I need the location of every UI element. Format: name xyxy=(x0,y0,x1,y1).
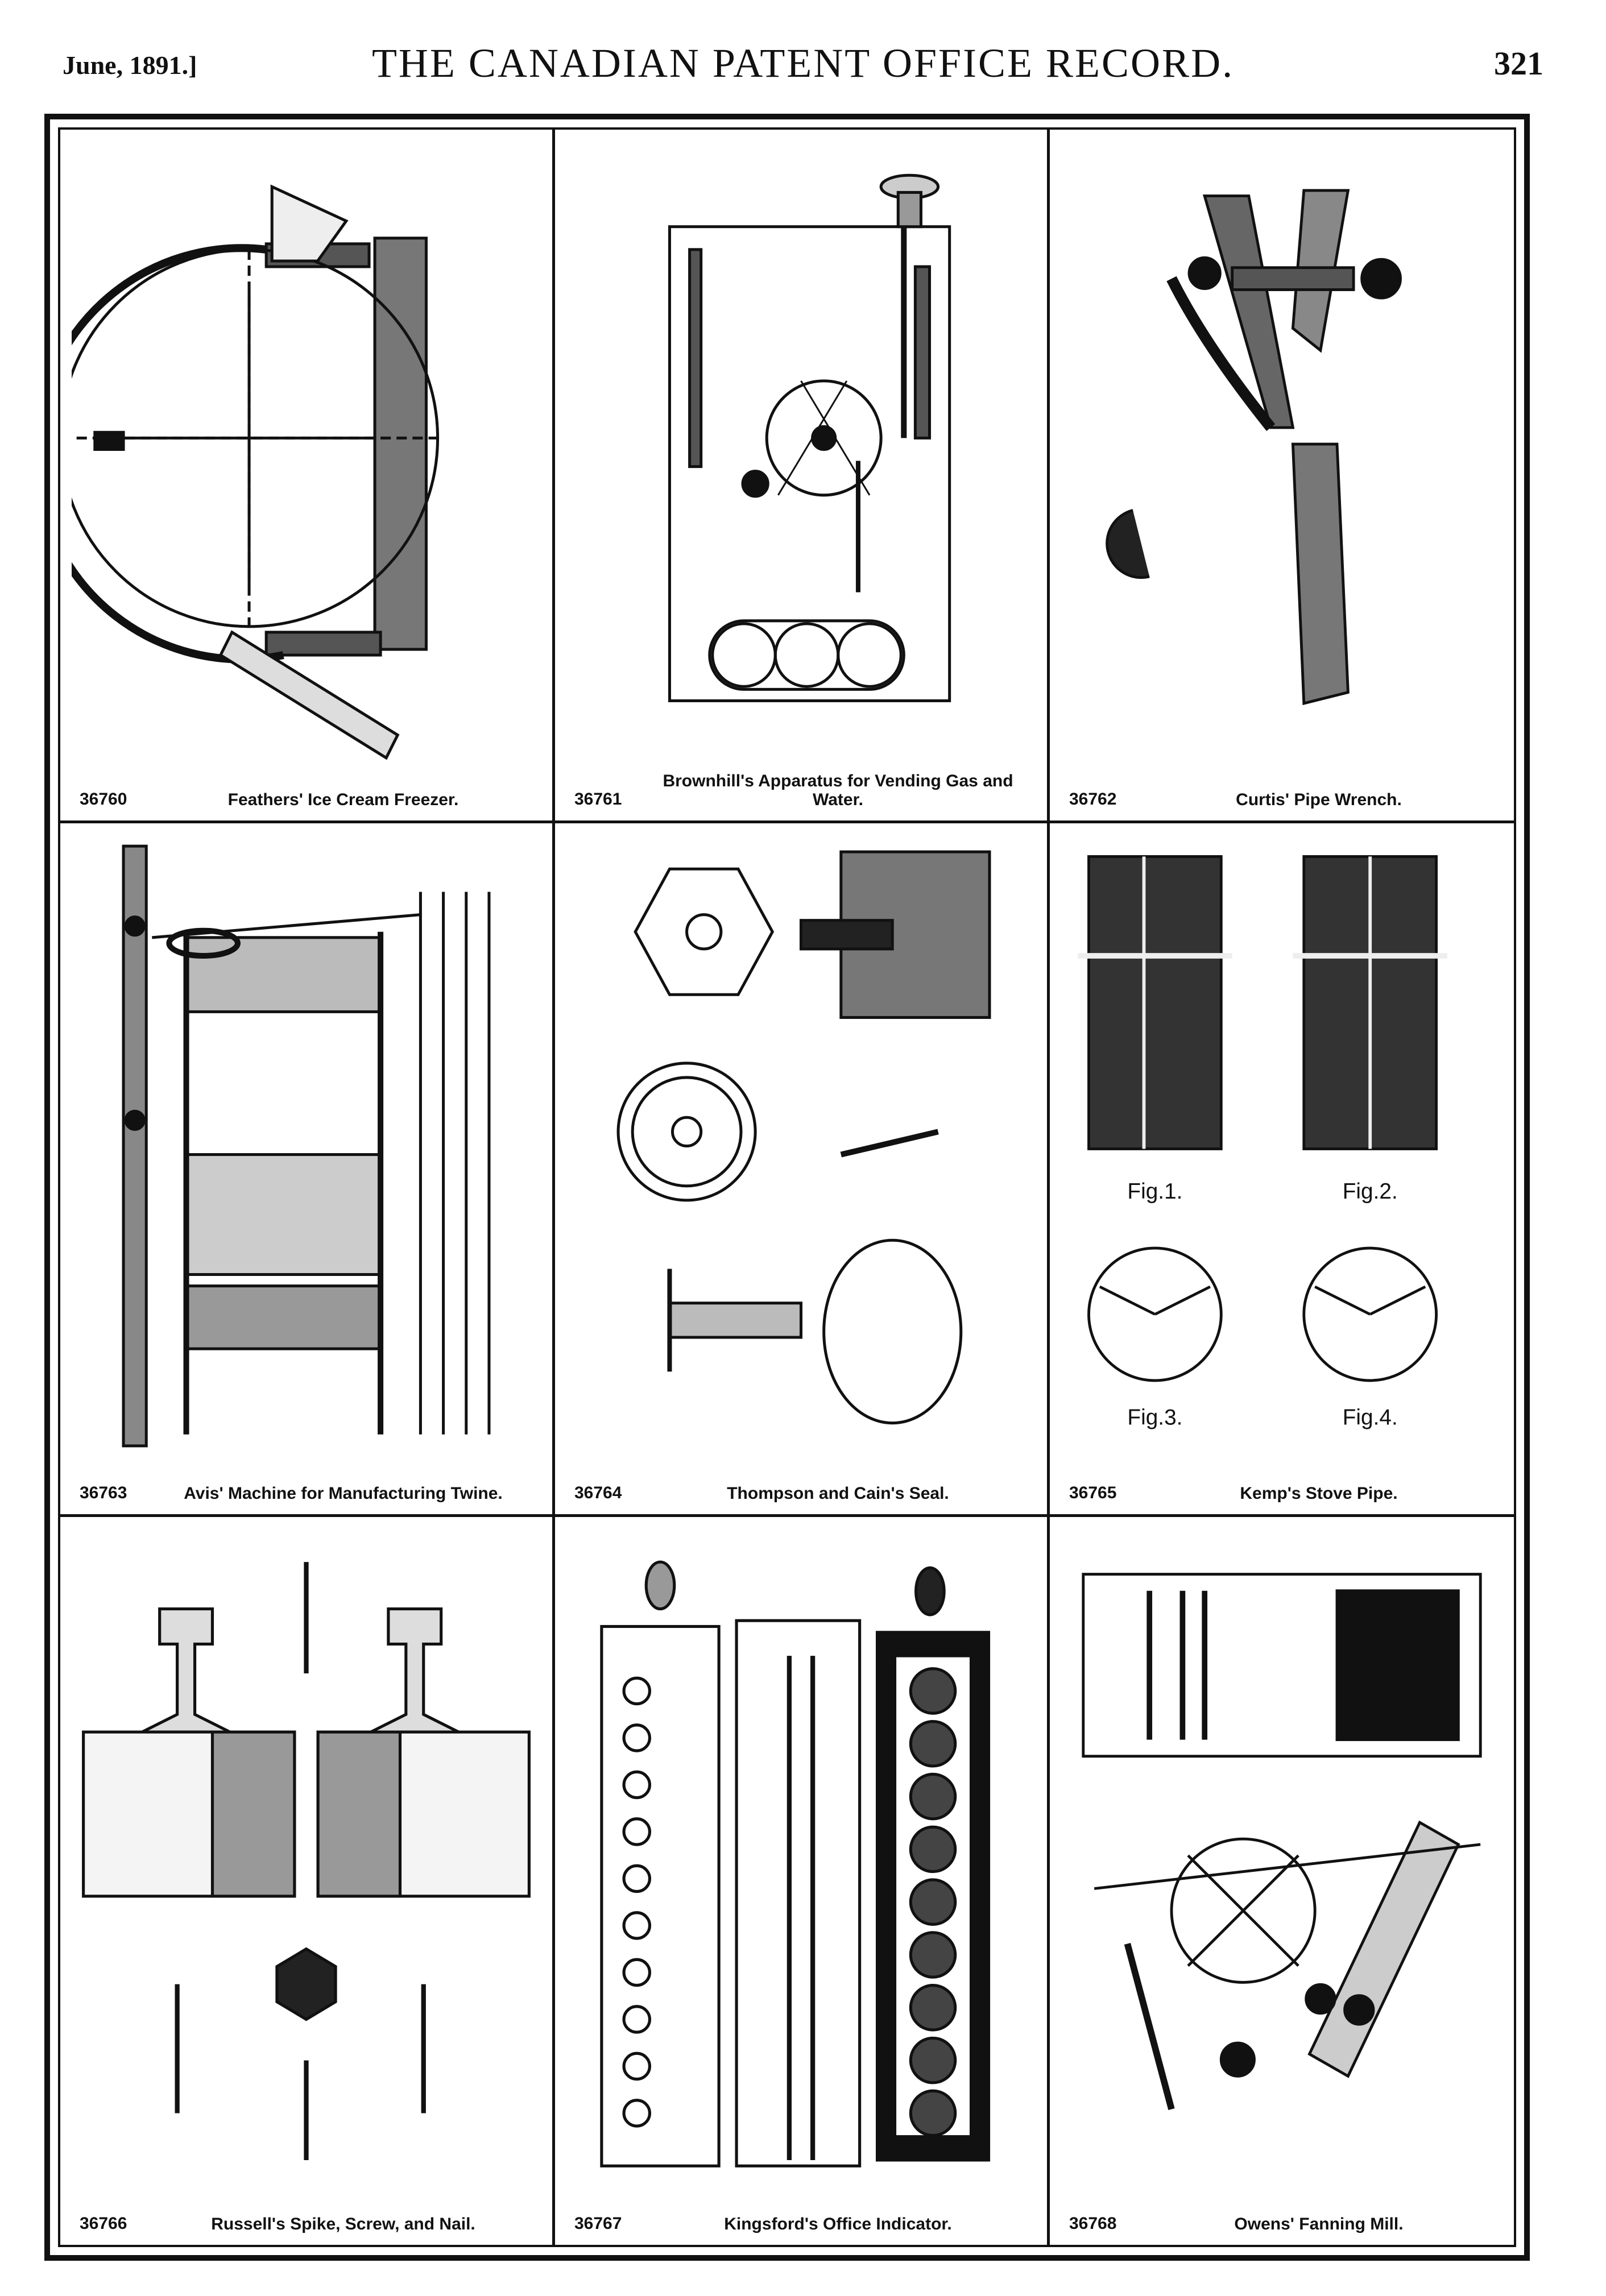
patent-number: 36762 xyxy=(1069,790,1117,809)
patent-number: 36763 xyxy=(80,1483,127,1502)
caption: 36764 Thompson and Cain's Seal. xyxy=(566,1472,1036,1506)
fanning-mill-drawing xyxy=(1061,1528,1502,2194)
fig-2-label: Fig.2. xyxy=(1343,1179,1398,1204)
fig-3-label: Fig.3. xyxy=(1127,1406,1182,1430)
patent-number: 36760 xyxy=(80,790,127,809)
patent-cell-seal: 36764 Thompson and Cain's Seal. xyxy=(555,823,1050,1517)
vending-apparatus-drawing xyxy=(566,141,1036,769)
office-indicator-drawing xyxy=(566,1528,1036,2194)
patent-cell-vending-apparatus: 36761 Brownhill's Apparatus for Vending … xyxy=(555,130,1050,823)
patent-number: 36765 xyxy=(1069,1483,1117,1502)
patent-title: Russell's Spike, Screw, and Nail. xyxy=(211,2215,475,2233)
patent-number: 36766 xyxy=(80,2214,127,2233)
stove-pipe-drawing: Fig.1. Fig.2. Fig.3. Fig.4. xyxy=(1061,835,1502,1463)
patent-cell-stove-pipe: Fig.1. Fig.2. Fig.3. Fig.4. 36765 Kemp's… xyxy=(1050,823,1514,1517)
page-number: 321 xyxy=(1494,45,1543,82)
caption: 36767 Kingsford's Office Indicator. xyxy=(566,2203,1036,2237)
issue-date: June, 1891.] xyxy=(63,51,197,80)
patent-cell-pipe-wrench: 36762 Curtis' Pipe Wrench. xyxy=(1050,130,1514,823)
patent-title: Feathers' Ice Cream Freezer. xyxy=(227,790,459,809)
fig-1-label: Fig.1. xyxy=(1127,1179,1182,1204)
caption: 36761 Brownhill's Apparatus for Vending … xyxy=(566,772,1036,813)
patent-number: 36764 xyxy=(574,1483,622,1502)
fig-4-label: Fig.4. xyxy=(1343,1406,1398,1430)
patent-cell-fanning-mill: 36768 Owens' Fanning Mill. xyxy=(1050,1517,1514,2245)
patent-title: Kingsford's Office Indicator. xyxy=(724,2215,952,2233)
patent-title: Brownhill's Apparatus for Vending Gas an… xyxy=(663,772,1013,809)
patent-title: Thompson and Cain's Seal. xyxy=(727,1484,949,1503)
caption: 36762 Curtis' Pipe Wrench. xyxy=(1061,778,1502,813)
patent-cell-ice-cream-freezer: 36760 Feathers' Ice Cream Freezer. xyxy=(60,130,555,823)
ice-cream-freezer-drawing xyxy=(60,141,541,769)
caption: 36760 Feathers' Ice Cream Freezer. xyxy=(72,778,541,813)
page-header: June, 1891.] THE CANADIAN PATENT OFFICE … xyxy=(0,40,1606,97)
patent-number: 36768 xyxy=(1069,2214,1117,2233)
caption: 36765 Kemp's Stove Pipe. xyxy=(1061,1472,1502,1506)
patent-cell-spike-screw-nail: 36766 Russell's Spike, Screw, and Nail. xyxy=(60,1517,555,2245)
patent-title: Avis' Machine for Manufacturing Twine. xyxy=(184,1484,503,1503)
caption: 36768 Owens' Fanning Mill. xyxy=(1061,2203,1502,2237)
caption: 36763 Avis' Machine for Manufacturing Tw… xyxy=(72,1472,541,1506)
pipe-wrench-drawing xyxy=(1061,141,1502,769)
patent-cell-twine-machine: 36763 Avis' Machine for Manufacturing Tw… xyxy=(60,823,555,1517)
twine-machine-drawing xyxy=(72,835,541,1463)
caption: 36766 Russell's Spike, Screw, and Nail. xyxy=(72,2203,541,2237)
patent-grid: 36760 Feathers' Ice Cream Freezer. 36761… xyxy=(60,130,1514,2245)
patent-number: 36761 xyxy=(574,790,622,809)
patent-title: Owens' Fanning Mill. xyxy=(1234,2215,1404,2233)
patent-number: 36767 xyxy=(574,2214,622,2233)
patent-title: Kemp's Stove Pipe. xyxy=(1240,1484,1398,1503)
plate-inner-border: 36760 Feathers' Ice Cream Freezer. 36761… xyxy=(58,127,1516,2247)
spike-drawing xyxy=(72,1528,541,2194)
patent-title: Curtis' Pipe Wrench. xyxy=(1236,790,1402,809)
plate-frame: 36760 Feathers' Ice Cream Freezer. 36761… xyxy=(44,114,1530,2261)
patent-cell-office-indicator: 36767 Kingsford's Office Indicator. xyxy=(555,1517,1050,2245)
journal-title: THE CANADIAN PATENT OFFICE RECORD. xyxy=(371,40,1235,86)
seal-drawing xyxy=(566,835,1036,1463)
